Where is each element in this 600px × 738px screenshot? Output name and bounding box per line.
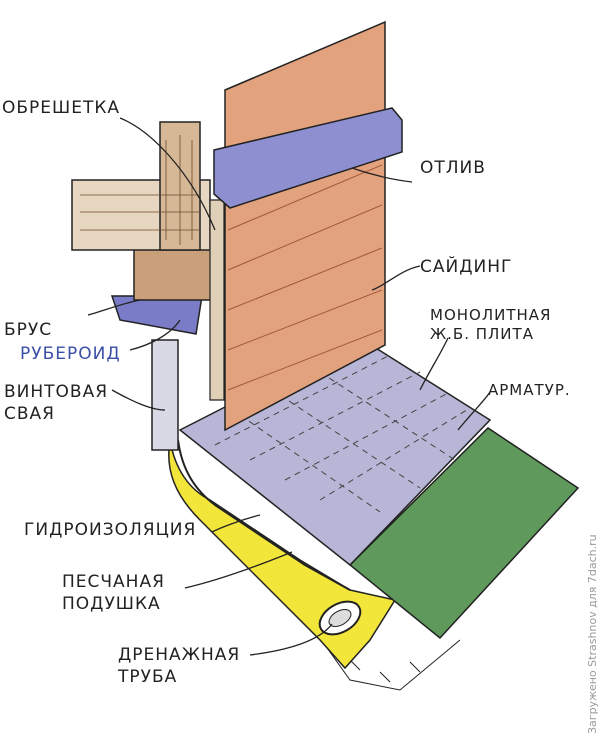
wood-grain [80, 135, 200, 245]
label-gidro: ГИДРОИЗОЛЯЦИЯ [24, 520, 197, 540]
screw-pile [151, 339, 179, 451]
label-monolit-line1: МОНОЛИТНАЯ [430, 306, 552, 324]
ruberoid-strip [110, 295, 203, 335]
label-truba-line1: ДРЕНАЖНАЯ [118, 645, 241, 665]
slab-grid [214, 354, 471, 513]
label-truba-line2: ТРУБА [118, 667, 178, 687]
leader-lines [87, 117, 491, 656]
label-sayding: САЙДИНГ [420, 257, 513, 277]
flashing [213, 107, 403, 209]
label-svaya-line1: ВИНТОВАЯ [4, 382, 109, 402]
label-obreshetka: ОБРЕШЕТКА [2, 98, 121, 118]
label-svaya-line2: СВАЯ [4, 404, 55, 424]
label-brus: БРУС [4, 320, 53, 340]
grass [348, 427, 580, 640]
label-armatura: АРМАТУР. [488, 381, 571, 399]
label-pesok-line1: ПЕСЧАНАЯ [62, 572, 165, 592]
label-otliv: ОТЛИВ [420, 158, 486, 178]
label-ruberoid: РУБЕРОИД [20, 344, 121, 364]
beam [133, 247, 216, 301]
batten [209, 199, 225, 401]
siding-lines [227, 164, 383, 391]
label-monolit-line2: Ж.Б. ПЛИТА [430, 325, 534, 343]
watermark: Загружено Strashnov для 7dach.ru [586, 534, 599, 734]
waterproofing [177, 439, 351, 591]
label-pesok-line2: ПОДУШКА [62, 594, 161, 614]
